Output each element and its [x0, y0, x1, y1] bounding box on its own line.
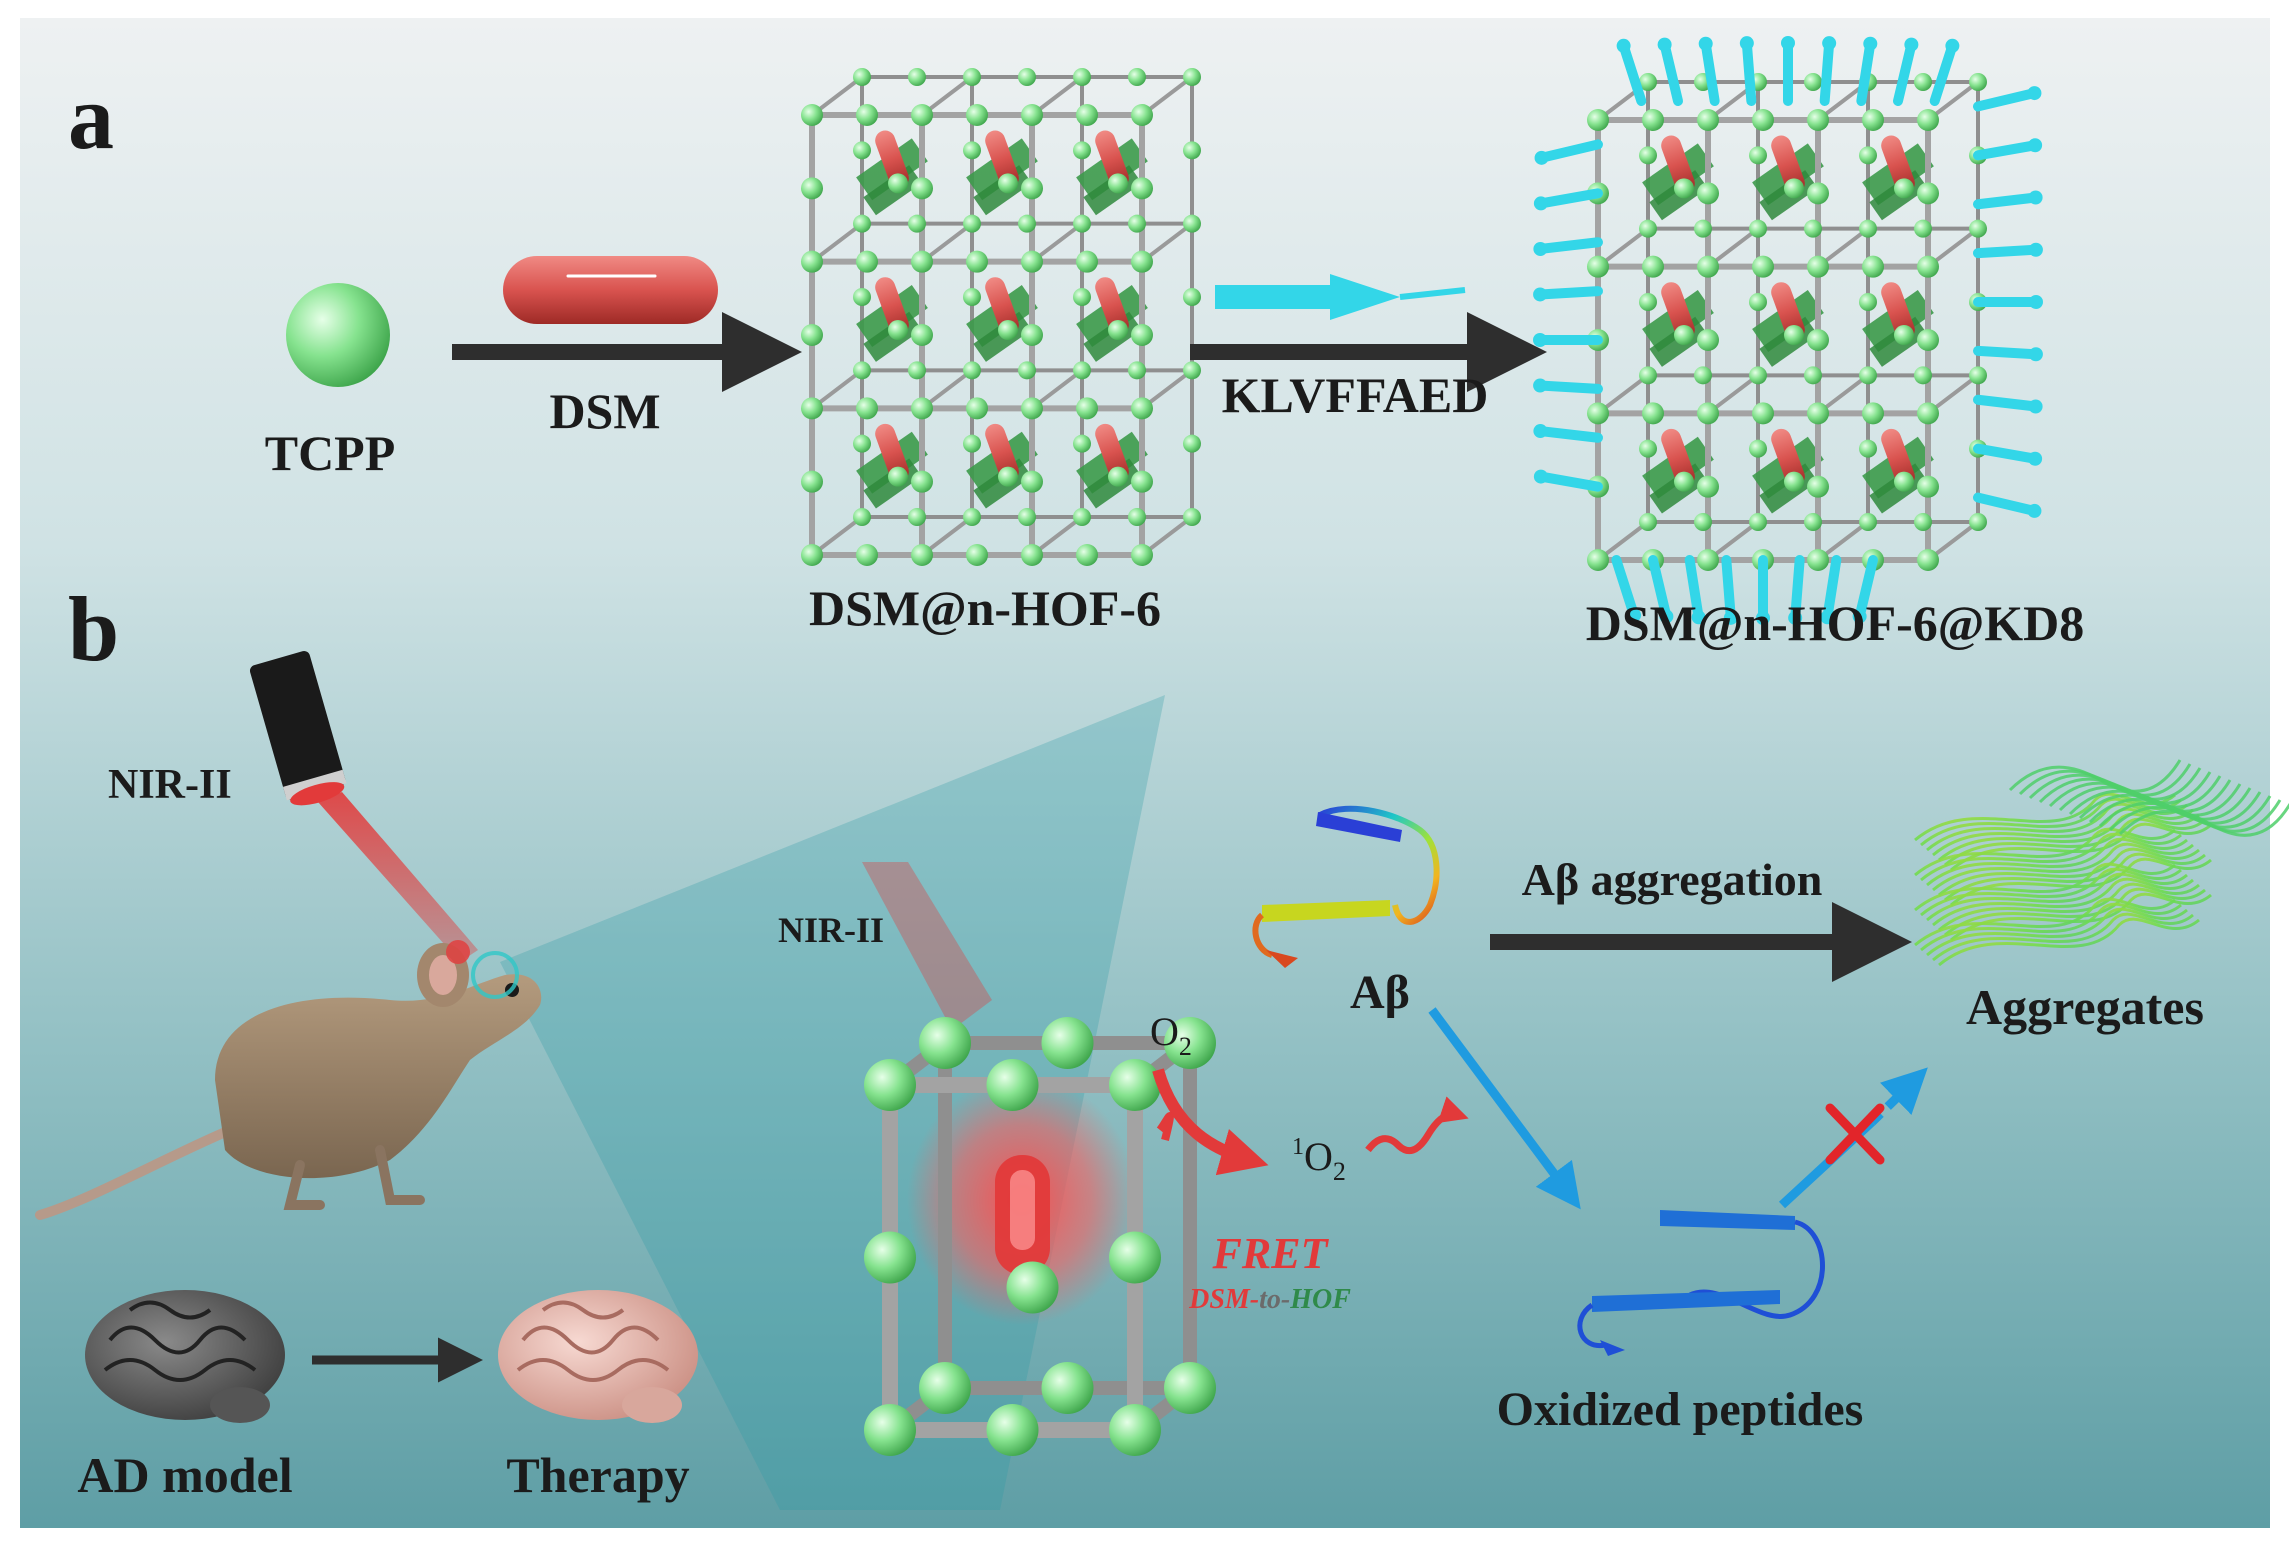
oxidation-arrow [1428, 1007, 1581, 1210]
o2-conversion-arrow [1152, 1068, 1269, 1176]
panel-label-a: a [68, 66, 114, 168]
inhibition-x-icon [1825, 1103, 1885, 1165]
ad-model-label: AD model [77, 1447, 292, 1503]
unit-cell [864, 1017, 1216, 1456]
aggregates-icon [1914, 759, 2289, 967]
fret-label: FRET [1212, 1229, 1330, 1278]
singlet-oxygen-label: 1O2 [1292, 1134, 1346, 1186]
tcpp-label: TCPP [265, 425, 396, 481]
oxidized-peptides-label: Oxidized peptides [1497, 1383, 1864, 1436]
klvffaed-label: KLVFFAED [1222, 367, 1489, 423]
therapy-label: Therapy [506, 1447, 689, 1503]
laser-beam [318, 792, 478, 962]
nir-ii-cell-label: NIR-II [778, 910, 884, 950]
nir-laser-icon [249, 651, 347, 806]
o2-label: O2 [1150, 1009, 1192, 1061]
ad-model-brain-icon [85, 1290, 285, 1423]
panel-label-b: b [68, 578, 119, 680]
singlet-oxygen-wave-arrow [1365, 1096, 1469, 1155]
nir-beam-cell [862, 862, 992, 1030]
therapy-brain-icon [498, 1290, 698, 1423]
abeta-peptide-icon [1252, 805, 1440, 968]
dsm-hof-kd8-label: DSM@n-HOF-6@KD8 [1586, 595, 2085, 651]
klvffaed-peptide-icon [1215, 274, 1466, 320]
dsm-label: DSM [549, 383, 660, 439]
fret-subtitle: DSM-to-HOF [1188, 1284, 1351, 1315]
aggregates-label: Aggregates [1966, 979, 2204, 1035]
dsm-hof-lattice [801, 68, 1201, 566]
abeta-label: Aβ [1350, 966, 1410, 1019]
oxidized-peptide-icon [1577, 1210, 1825, 1356]
tcpp-sphere-icon [286, 283, 390, 387]
aggregation-label: Aβ aggregation [1522, 854, 1823, 905]
dsm-hof-label: DSM@n-HOF-6 [809, 580, 1161, 636]
mouse-icon [35, 940, 542, 1220]
fret-curve-arrow [1156, 1112, 1174, 1141]
nir-ii-mouse-label: NIR-II [108, 762, 232, 808]
dsm-pill-icon [503, 256, 718, 324]
dsm-hof-kd8-lattice [1533, 36, 2043, 625]
